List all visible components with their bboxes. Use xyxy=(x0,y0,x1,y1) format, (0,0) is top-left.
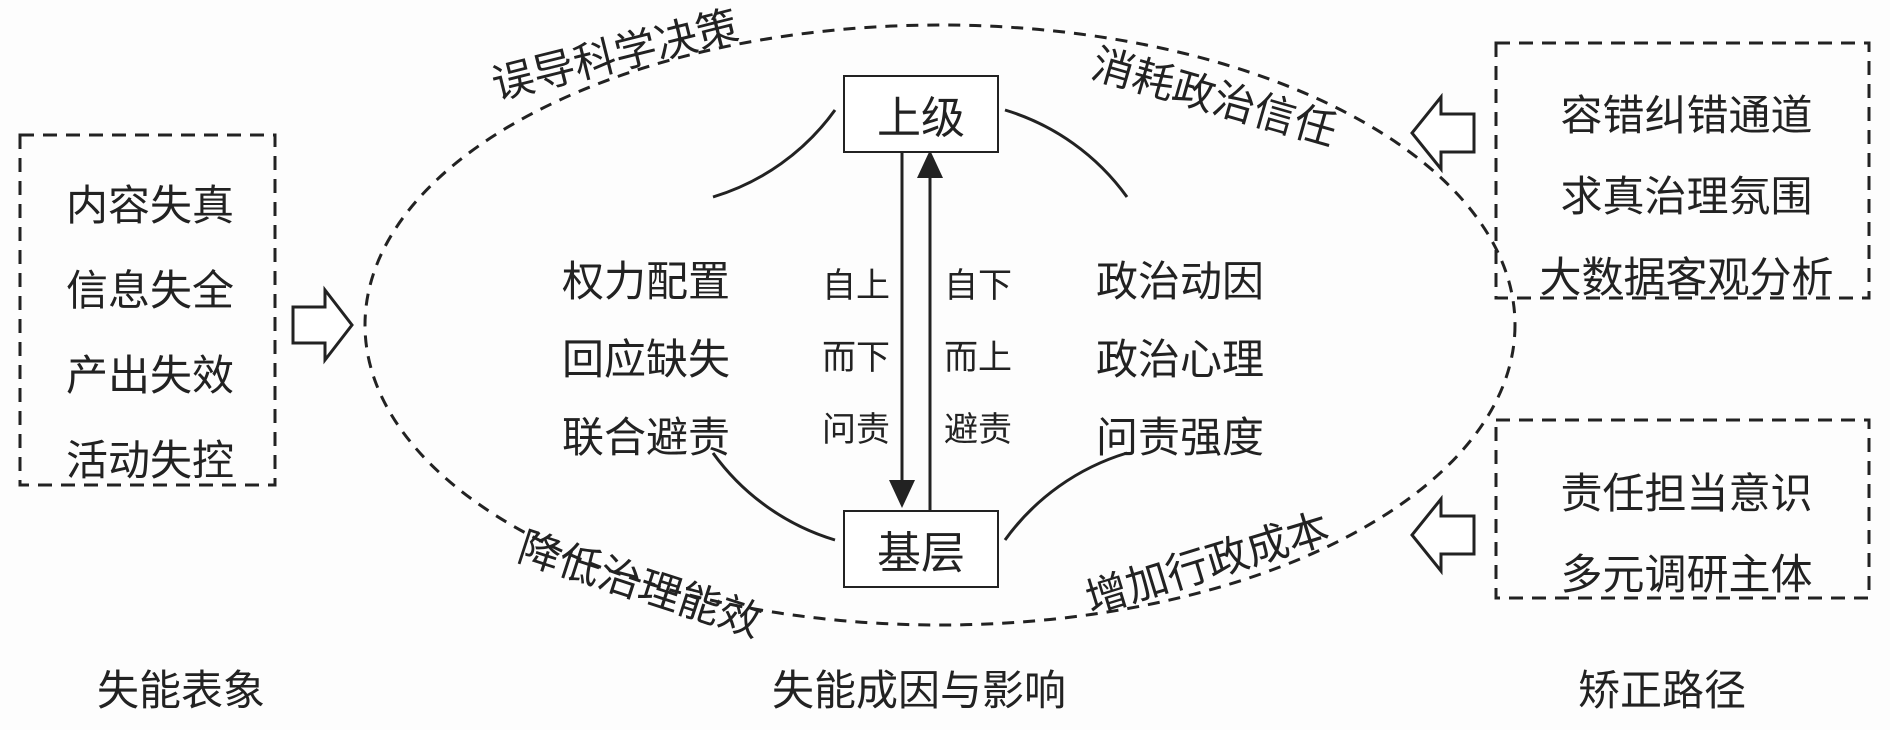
up-arrow-label-line: 避责 xyxy=(944,410,1012,450)
up-arrow-label-line: 而上 xyxy=(944,338,1012,378)
inner-arc-top-left xyxy=(712,109,837,199)
correction-item: 容错纠错通道 xyxy=(1560,91,1813,140)
up-arrowhead xyxy=(917,150,943,178)
factor-item: 联合避责 xyxy=(562,413,731,462)
caption-manifestation: 失能表象 xyxy=(97,666,266,715)
manifestation-item: 产出失效 xyxy=(66,351,235,400)
inner-arc-bottom-right xyxy=(1003,451,1128,541)
down-arrow-label: 自上 而下 问责 xyxy=(822,258,890,451)
correction-item: 多元调研主体 xyxy=(1560,550,1813,599)
inner-arc-top-right xyxy=(1004,108,1129,198)
correction-list-bottom: 责任担当意识 多元调研主体 xyxy=(1530,460,1843,602)
caption-correction: 矫正路径 xyxy=(1578,666,1747,715)
down-arrow-label-line: 问责 xyxy=(822,410,890,450)
factor-item: 回应缺失 xyxy=(562,335,731,384)
caption-causes-effects: 失能成因与影响 xyxy=(772,666,1067,715)
manifestation-list: 内容失真 信息失全 产出失效 活动失控 xyxy=(66,172,234,488)
down-arrowhead xyxy=(889,480,915,508)
manifestation-item: 活动失控 xyxy=(66,436,235,485)
node-superior: 上级 xyxy=(843,75,999,153)
political-factors: 政治动因 政治心理 问责强度 xyxy=(1096,248,1264,465)
right-top-to-center-arrow xyxy=(1410,92,1476,174)
correction-list-top: 容错纠错通道 求真治理氛围 大数据客观分析 xyxy=(1530,82,1843,305)
right-bottom-dashed-box xyxy=(1494,418,1871,600)
outer-dashed-ellipse xyxy=(363,23,1517,627)
inner-arc-bottom-left xyxy=(711,452,836,542)
structural-factors: 权力配置 回应缺失 联合避责 xyxy=(562,248,730,465)
up-arrow-label-line: 自下 xyxy=(944,266,1012,306)
node-superior-label: 上级 xyxy=(877,93,965,144)
factor-item: 政治动因 xyxy=(1096,257,1265,306)
down-arrow-label-line: 自上 xyxy=(822,266,890,306)
right-top-dashed-box xyxy=(1494,41,1871,300)
up-arrow-label: 自下 而上 避责 xyxy=(944,258,1012,451)
factor-item: 权力配置 xyxy=(562,257,731,306)
down-arrow-label-line: 而下 xyxy=(822,338,890,378)
correction-item: 责任担当意识 xyxy=(1560,469,1813,518)
left-to-center-arrow xyxy=(291,285,354,365)
factor-item: 政治心理 xyxy=(1096,335,1265,384)
right-bottom-to-center-arrow xyxy=(1410,494,1476,576)
manifestation-item: 信息失全 xyxy=(66,266,235,315)
left-dashed-box xyxy=(18,133,277,487)
correction-item: 大数据客观分析 xyxy=(1539,253,1834,302)
factor-item: 问责强度 xyxy=(1096,413,1265,462)
node-grassroots-label: 基层 xyxy=(877,528,965,579)
node-grassroots: 基层 xyxy=(843,510,999,588)
correction-item: 求真治理氛围 xyxy=(1560,172,1813,221)
manifestation-item: 内容失真 xyxy=(66,181,235,230)
